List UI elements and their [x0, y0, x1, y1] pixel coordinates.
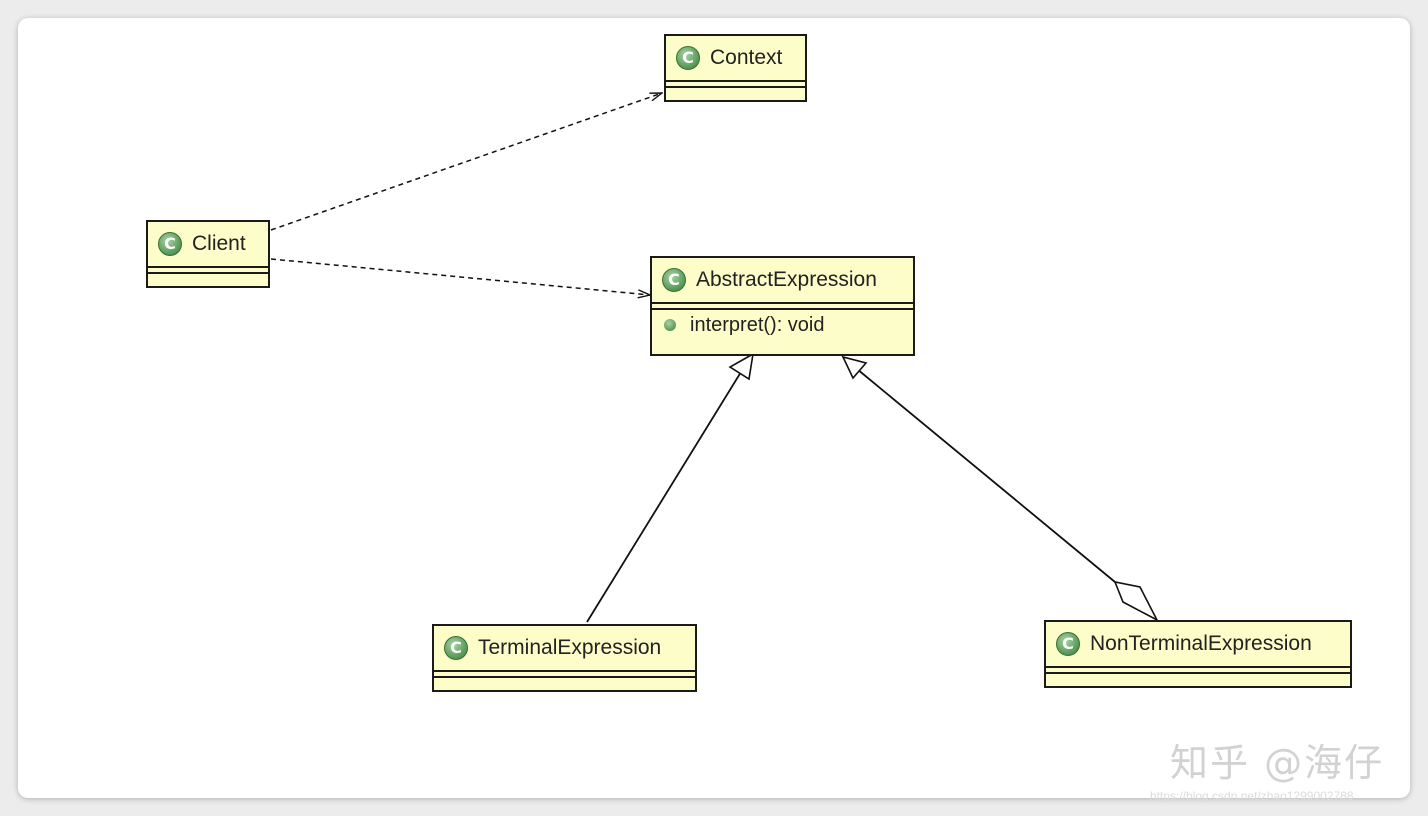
class-icon: C — [676, 46, 700, 70]
class-name: TerminalExpression — [478, 636, 662, 659]
aggregation-diamond — [1113, 580, 1159, 622]
generalization-nonterminal — [856, 368, 1116, 583]
class-icon: C — [1056, 632, 1080, 656]
class-client[interactable]: C Client — [146, 220, 270, 288]
class-name: NonTerminalExpression — [1090, 632, 1312, 655]
public-method-icon — [664, 319, 676, 331]
class-nonterminal-expression[interactable]: C NonTerminalExpression — [1044, 620, 1352, 688]
class-icon: C — [444, 636, 468, 660]
class-name: Context — [710, 46, 783, 69]
method-signature: interpret(): void — [690, 313, 825, 336]
generalization-terminal-head — [728, 352, 755, 381]
class-terminal-expression[interactable]: C TerminalExpression — [432, 624, 697, 692]
class-name: Client — [192, 232, 246, 255]
class-context[interactable]: C Context — [664, 34, 807, 102]
watermark-url: https://blog.csdn.net/zhao1299002788 — [1150, 789, 1354, 803]
class-icon: C — [662, 268, 686, 292]
class-icon: C — [158, 232, 182, 256]
class-name: AbstractExpression — [696, 268, 877, 291]
generalization-terminal — [586, 371, 742, 623]
generalization-nonterminal-head — [841, 355, 868, 380]
dependency-client-abstractexpression — [270, 258, 650, 295]
dependency-client-context — [270, 93, 662, 231]
class-abstract-expression[interactable]: C AbstractExpression interpret(): void — [650, 256, 915, 356]
method-interpret[interactable]: interpret(): void — [652, 310, 913, 340]
watermark-text: 知乎 @海仔 — [1170, 741, 1385, 785]
